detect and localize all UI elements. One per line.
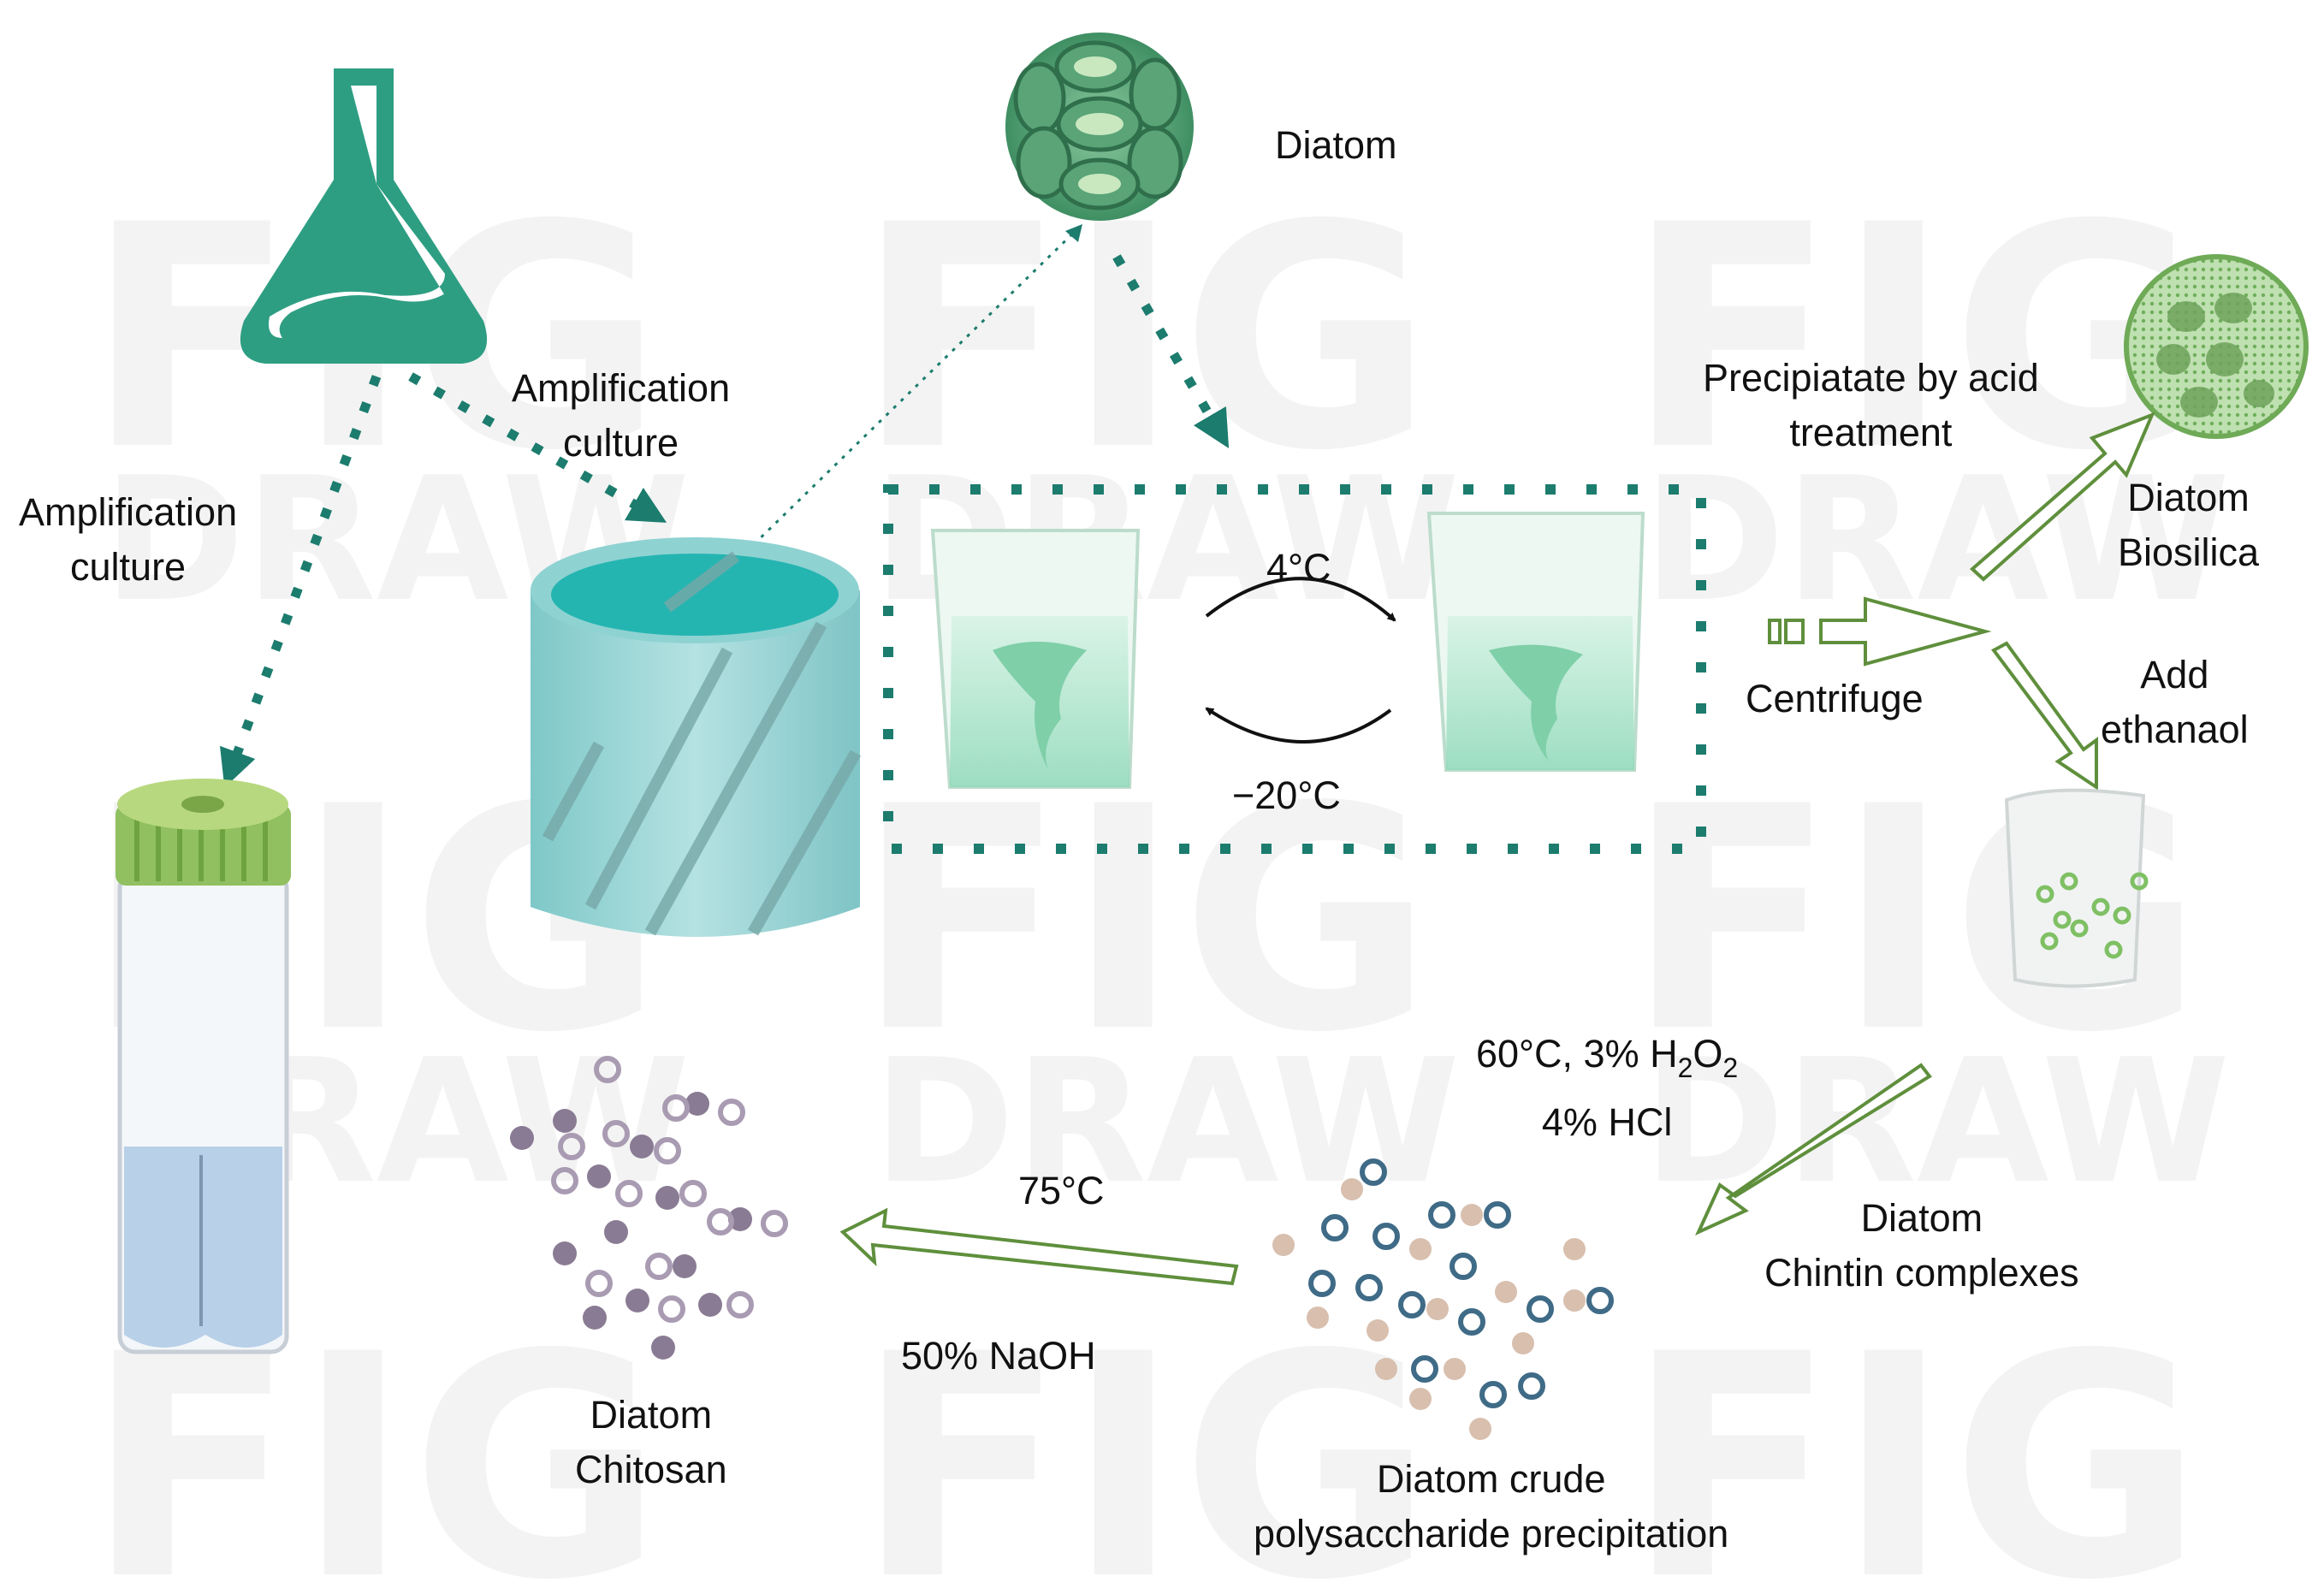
dotted-arrows <box>219 254 1230 788</box>
svg-text:FIG: FIG <box>1626 1289 2203 1584</box>
svg-text:DRAW: DRAW <box>1643 441 2230 640</box>
label-diatom: Diatom <box>1275 123 1397 167</box>
label-temp-75: 75°C <box>1018 1169 1105 1212</box>
label-biosilica: Diatom Biosilica <box>2118 476 2260 574</box>
beaker-right-icon <box>1426 512 1645 772</box>
warm-arrow <box>1205 577 1396 622</box>
label-crude: Diatom crude polysaccharide precipitatio… <box>1254 1457 1729 1555</box>
label-centrifuge: Centrifuge <box>1746 677 1924 720</box>
label-naoh: 50% NaOH <box>901 1334 1096 1378</box>
label-treatment: 60°C, 3% H2O2 4% HCl <box>1476 1032 1739 1144</box>
label-amplification-left: Amplification culture <box>19 490 238 589</box>
svg-text:FIG: FIG <box>856 159 1433 518</box>
vial-icon <box>116 779 291 1354</box>
ethanol-beaker-icon <box>2004 788 2149 988</box>
label-chitosan: Diatom Chitosan <box>575 1393 727 1491</box>
arrow-to-ethanol-beaker <box>1991 641 2098 791</box>
label-temp-4: 4°C <box>1266 546 1331 590</box>
svg-text:FIG: FIG <box>856 741 1433 1099</box>
centrifuge-arrow <box>1768 596 1992 667</box>
arrow-to-chitosan <box>839 1207 1239 1286</box>
diatom-icon <box>1005 33 1194 221</box>
culture-jar-icon <box>531 537 862 937</box>
label-precipitate: Precipiatate by acid treatment <box>1703 356 2039 454</box>
arrow-diatom-to-beakers <box>1112 254 1230 448</box>
label-amplification-top: Amplification culture <box>512 366 731 465</box>
process-box <box>883 484 1706 854</box>
arrow-to-biosilica <box>1970 412 2155 582</box>
diatom-biosilica-icon <box>2124 254 2309 439</box>
label-temp-minus20: −20°C <box>1232 773 1341 817</box>
arrow-to-chitin <box>1694 1063 1932 1236</box>
label-chitin-complexes: Diatom Chintin complexes <box>1764 1196 2079 1295</box>
svg-text:DRAW: DRAW <box>873 1022 1460 1222</box>
flask-icon <box>240 68 488 364</box>
arrow-flask-to-jar <box>408 372 667 523</box>
cool-arrow <box>1205 707 1392 744</box>
svg-text:FIG: FIG <box>856 1289 1433 1584</box>
beaker-left-icon <box>930 529 1141 789</box>
crude-particles <box>1272 1158 1614 1440</box>
label-add-ethanol: Add ethanaol <box>2101 653 2249 751</box>
chitosan-particles <box>510 1056 788 1360</box>
